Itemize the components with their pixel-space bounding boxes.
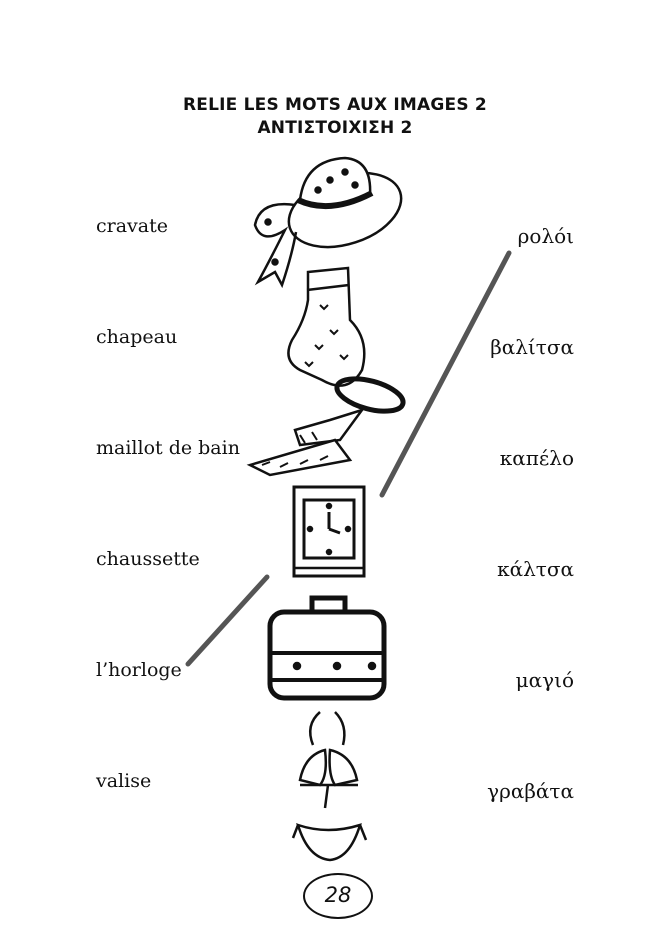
suitcase-image[interactable] <box>267 595 387 701</box>
hat-image[interactable] <box>253 156 411 289</box>
tie-image[interactable] <box>246 373 406 477</box>
answer-line[interactable] <box>185 574 270 667</box>
right-word[interactable]: γραβάτα <box>487 779 574 803</box>
bikini-image[interactable] <box>291 711 368 862</box>
title-greek: ΑΝΤΙΣΤΟΙΧΙΣΗ 2 <box>257 118 413 138</box>
sock-image[interactable] <box>287 266 366 387</box>
right-word[interactable]: καπέλο <box>499 446 574 470</box>
left-word[interactable]: chaussette <box>96 548 200 570</box>
page-number: 28 <box>303 873 373 919</box>
right-word[interactable]: μαγιό <box>515 668 574 692</box>
right-word[interactable]: βαλίτσα <box>490 335 574 359</box>
left-word[interactable]: l’horloge <box>96 659 182 681</box>
clock-image[interactable] <box>292 485 366 578</box>
left-word[interactable]: cravate <box>96 215 168 237</box>
title-french: RELIE LES MOTS AUX IMAGES 2 <box>183 95 487 115</box>
answer-line[interactable] <box>379 250 512 498</box>
left-word[interactable]: chapeau <box>96 326 178 348</box>
right-word[interactable]: ρολόι <box>517 224 574 248</box>
left-word[interactable]: maillot de bain <box>96 437 240 459</box>
right-word[interactable]: κάλτσα <box>497 557 574 581</box>
left-word[interactable]: valise <box>96 770 152 792</box>
